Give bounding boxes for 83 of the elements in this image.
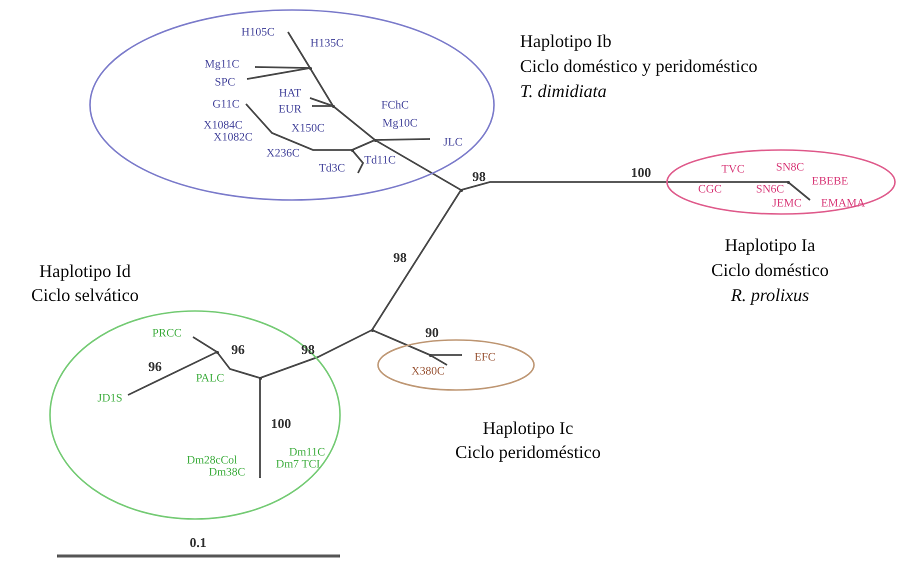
haplotype-label: Haplotipo Id xyxy=(39,260,131,282)
tree-branch xyxy=(216,351,260,379)
haplotype-label: Haplotipo Ia xyxy=(724,234,816,256)
branch-node xyxy=(460,188,462,192)
taxon-label: SPC xyxy=(214,76,236,90)
branch-node xyxy=(374,138,376,142)
branch-node xyxy=(216,350,218,354)
tree-branch xyxy=(374,138,430,141)
branch-node xyxy=(350,148,354,152)
cycle-label: Ciclo doméstico y peridoméstico xyxy=(520,55,758,77)
taxon-label: G11C xyxy=(212,98,240,112)
taxon-label: Dm28cCol xyxy=(186,454,238,468)
taxon-label: H135C xyxy=(310,38,344,50)
tree-branch xyxy=(372,329,430,356)
taxon-label: X150C xyxy=(291,122,325,136)
taxon-label: Td11C xyxy=(364,154,396,168)
taxon-label: JD1S xyxy=(98,392,122,406)
taxon-label: EMAMA xyxy=(820,198,866,210)
tree-branch xyxy=(312,105,333,107)
taxon-label: Dm11C xyxy=(289,446,325,460)
branch-node xyxy=(428,354,432,356)
branch-node xyxy=(786,180,790,184)
taxon-label: PRCC xyxy=(152,328,182,340)
taxon-label: CGC xyxy=(698,184,722,196)
taxon-label: Td3C xyxy=(318,162,346,176)
bootstrap-value: 100 xyxy=(270,417,292,431)
cycle-label: Ciclo peridoméstico xyxy=(455,441,601,463)
branch-node xyxy=(258,376,262,380)
tree-branch xyxy=(352,139,376,151)
haplotype-label: Haplotipo Ic xyxy=(482,417,574,439)
tree-branch xyxy=(310,97,334,107)
tree-branch xyxy=(332,105,376,141)
bootstrap-value: 98 xyxy=(471,170,487,184)
taxon-label: Mg11C xyxy=(204,58,240,72)
tree-branch xyxy=(309,68,334,106)
taxon-label: HAT xyxy=(278,88,302,100)
taxon-label: JEMC xyxy=(772,198,802,210)
tree-branch xyxy=(245,103,352,151)
taxon-label: X1084C xyxy=(204,120,242,132)
tree-branch xyxy=(246,67,310,80)
taxon-label: JLC xyxy=(443,136,463,150)
branch-node xyxy=(332,104,334,108)
bootstrap-value: 100 xyxy=(630,166,652,180)
taxon-label: PALC xyxy=(196,372,224,386)
species-label: R. prolixus xyxy=(730,284,810,306)
tree-branch xyxy=(260,329,372,379)
taxon-label: X1082C xyxy=(214,132,252,144)
branch-node xyxy=(308,66,312,70)
species-label: T. dimidiata xyxy=(520,80,607,102)
tree-branch xyxy=(351,149,364,174)
cycle-label: Ciclo selvático xyxy=(31,284,139,306)
tree-branch xyxy=(254,66,310,69)
taxon-label: X380C xyxy=(411,366,445,378)
taxon-label: Dm7 TCI xyxy=(276,458,320,472)
bootstrap-value: 96 xyxy=(230,343,246,357)
tree-branch xyxy=(374,139,462,191)
tree-branch xyxy=(460,181,788,191)
tree-branch xyxy=(128,351,218,396)
tree-branch xyxy=(287,32,311,68)
taxon-label: SN8C xyxy=(776,162,804,174)
tree-branch xyxy=(430,354,448,366)
scale-value: 0.1 xyxy=(188,536,208,550)
cycle-label: Ciclo doméstico xyxy=(711,259,829,281)
tree-branch xyxy=(430,354,462,356)
tree-branch xyxy=(787,181,811,201)
taxon-label: X236C xyxy=(266,148,300,160)
taxon-label: TVC xyxy=(722,164,744,176)
tree-branch xyxy=(259,378,261,478)
bootstrap-value: 96 xyxy=(147,360,163,374)
taxon-label: EUR xyxy=(278,104,302,116)
taxon-label: Dm38C xyxy=(208,466,246,480)
taxon-label: EFC xyxy=(474,352,496,364)
tree-branch xyxy=(371,190,462,330)
taxon-label: Mg10C xyxy=(382,118,418,130)
bootstrap-value: 90 xyxy=(424,326,440,340)
haplotype-label: Haplotipo Ib xyxy=(520,30,612,52)
taxon-label: EBEBE xyxy=(812,176,848,188)
taxon-label: H105C xyxy=(241,26,275,40)
taxon-label: FChC xyxy=(381,100,409,112)
bootstrap-value: 98 xyxy=(392,251,408,265)
tree-branch xyxy=(192,336,218,353)
taxon-label: SN6C xyxy=(756,184,784,196)
branch-node xyxy=(370,328,374,332)
